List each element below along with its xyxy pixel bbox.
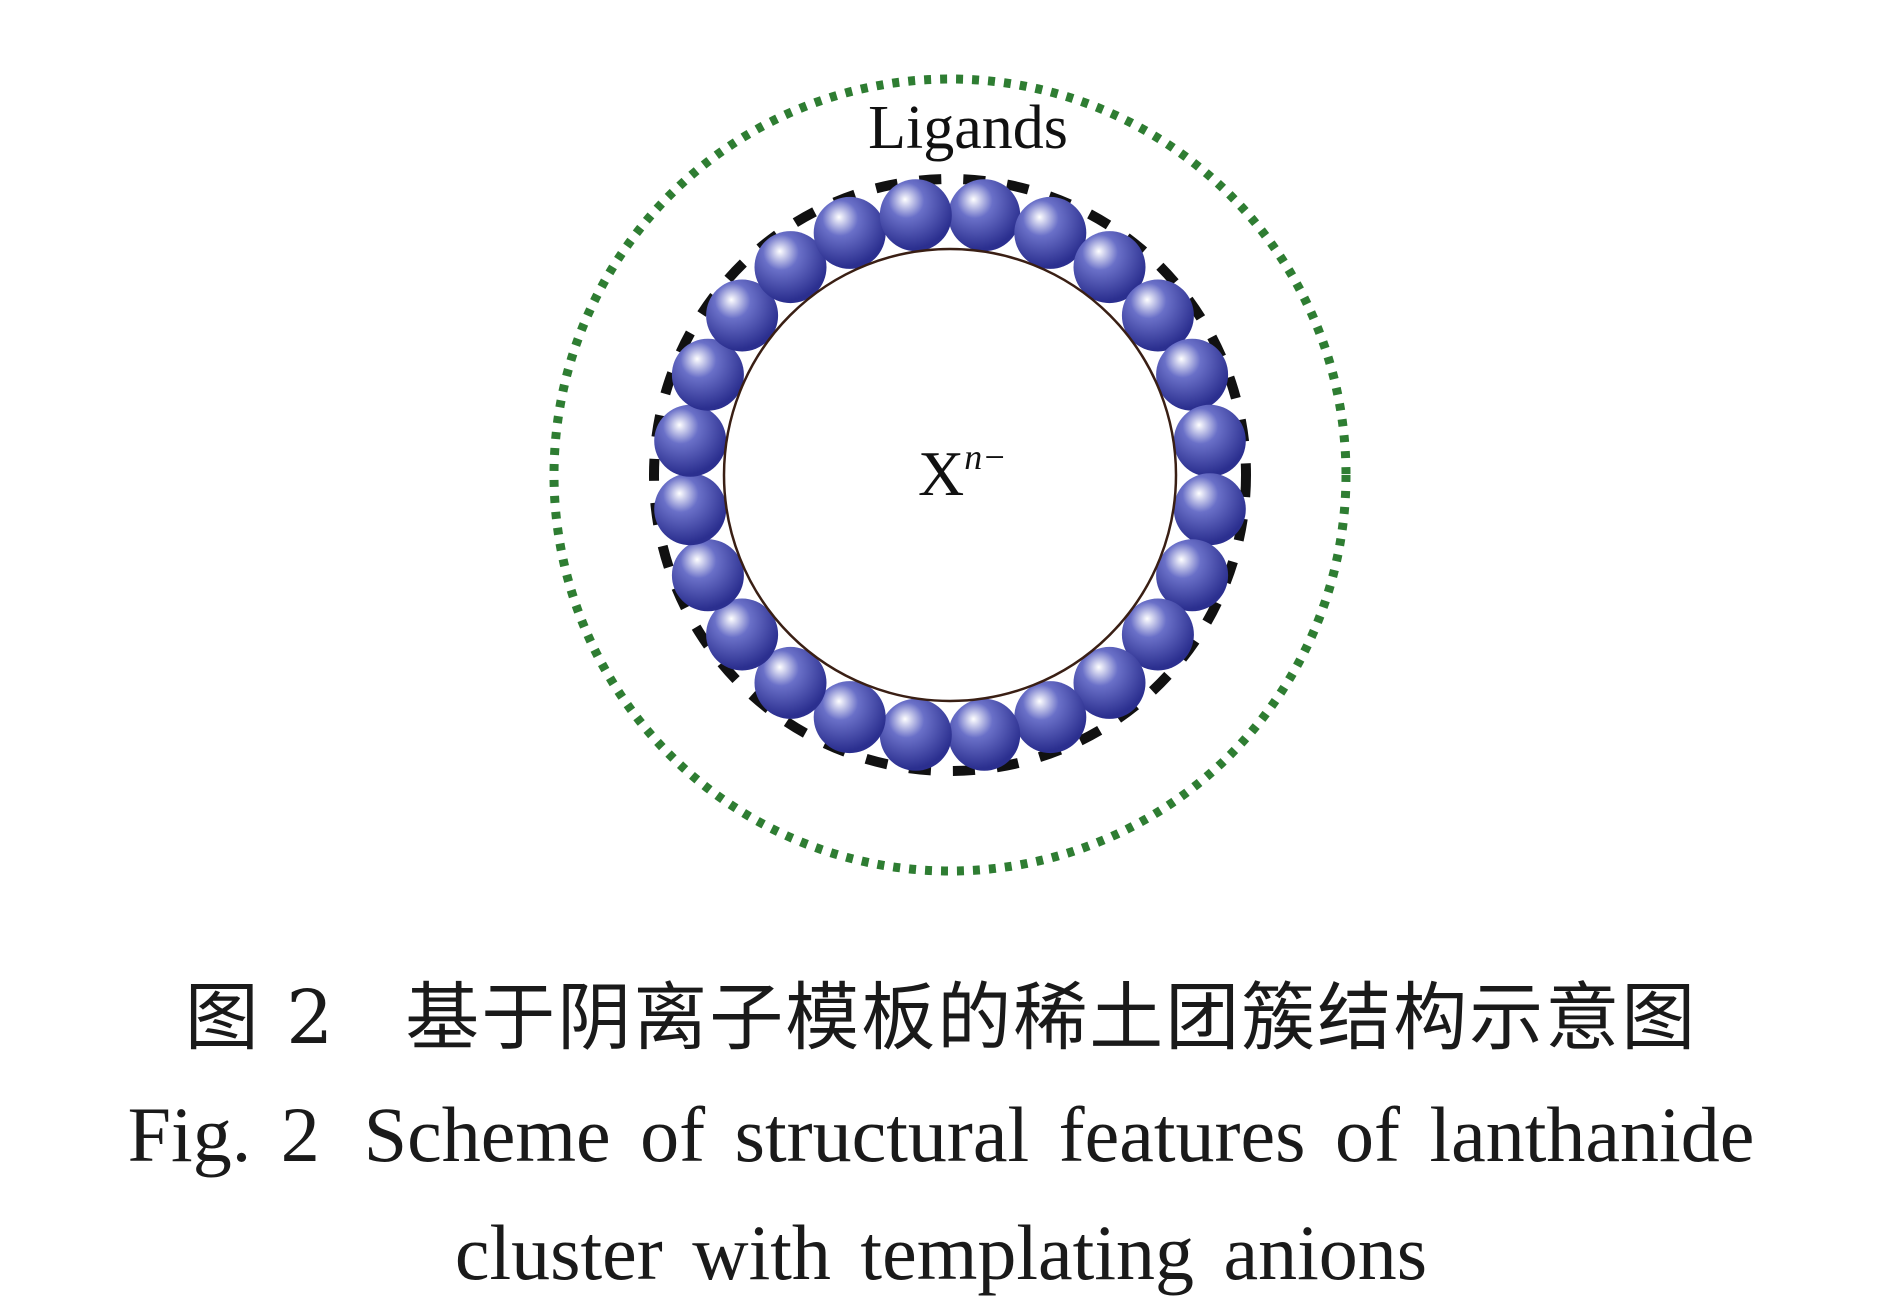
lanthanide-sphere — [1121, 279, 1194, 352]
lanthanide-sphere — [948, 179, 1021, 252]
lanthanide-sphere — [671, 338, 744, 411]
ligand-shell-ring — [549, 74, 1351, 876]
cluster-diagram: Ligands Xn− — [549, 74, 1351, 876]
lanthanide-sphere — [654, 404, 727, 477]
lanthanide-sphere-ring — [654, 179, 1246, 771]
lanthanide-sphere — [1121, 598, 1194, 671]
lanthanide-sphere — [813, 681, 886, 754]
lanthanide-sphere — [1173, 473, 1246, 546]
cluster-shell-ring — [649, 174, 1251, 776]
lanthanide-sphere — [1073, 646, 1146, 719]
lanthanide-sphere — [654, 473, 727, 546]
lanthanide-sphere — [1156, 539, 1229, 612]
caption-english-line-1: Fig. 2 Scheme of structural features of l… — [0, 1090, 1882, 1180]
caption-cn-title: 基于阴离子模板的稀土团簇结构示意图 — [405, 975, 1698, 1061]
lanthanide-sphere — [948, 698, 1021, 771]
anion-label: Xn− — [918, 437, 1007, 509]
lanthanide-sphere — [813, 196, 886, 269]
anion-template-circle — [722, 247, 1178, 703]
lanthanide-sphere — [671, 539, 744, 612]
caption-english-line-2: cluster with templating anions — [454, 1209, 1428, 1296]
lanthanide-sphere — [1073, 231, 1146, 304]
ligands-label: Ligands — [868, 94, 1068, 162]
lanthanide-sphere — [1014, 681, 1087, 754]
lanthanide-sphere — [879, 179, 952, 252]
lanthanide-sphere — [1156, 338, 1229, 411]
caption-cn-fig-number: 图 2 — [184, 975, 336, 1061]
caption-en-fig-number: Fig. 2 — [127, 1091, 320, 1178]
anion-charge: n− — [964, 437, 1006, 477]
lanthanide-sphere — [706, 279, 779, 352]
lanthanide-sphere — [754, 646, 827, 719]
caption-chinese: 图 2 基于阴离子模板的稀土团簇结构示意图 — [0, 958, 1882, 1065]
anion-base: X — [918, 438, 964, 509]
lanthanide-sphere — [879, 698, 952, 771]
lanthanide-sphere — [1014, 196, 1087, 269]
lanthanide-sphere — [754, 231, 827, 304]
lanthanide-sphere — [706, 598, 779, 671]
caption-en-title-line-1: Scheme of structural features of lanthan… — [363, 1091, 1755, 1178]
lanthanide-sphere — [1173, 404, 1246, 477]
